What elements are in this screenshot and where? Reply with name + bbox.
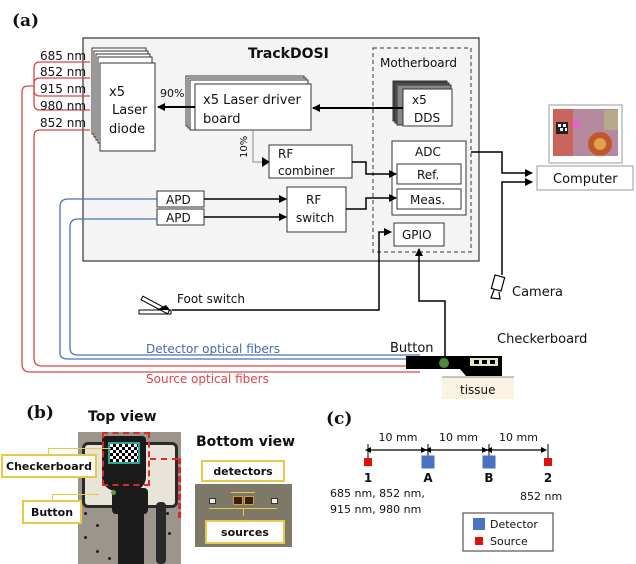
- computer-screen-image: [553, 109, 618, 156]
- wavelength-915: 915 nm: [40, 82, 86, 96]
- arrow-switch-to-meas: [346, 194, 397, 210]
- rf-combiner-line1: RF: [278, 147, 293, 161]
- rf-switch-line2: switch: [296, 211, 334, 225]
- checkerboard-label: Checkerboard: [497, 332, 587, 347]
- camera-label: Camera: [512, 285, 563, 300]
- source-optical-fibers: [21, 61, 420, 373]
- laser-driver-line2: board: [203, 112, 241, 127]
- dds-stack: [392, 80, 453, 127]
- button-callout: Button: [22, 500, 82, 524]
- split-90-label: 90%: [160, 87, 184, 100]
- laser-driver-stack: [185, 75, 312, 131]
- rf-switch-line1: RF: [306, 193, 321, 207]
- point-label: A: [423, 471, 433, 485]
- top-view-label: Top view: [88, 409, 157, 425]
- tissue-block: [442, 377, 514, 399]
- point-label: 2: [544, 471, 552, 485]
- button-callout-leader: [52, 494, 99, 501]
- camera-icon: [490, 274, 506, 300]
- tissue-label: tissue: [460, 383, 496, 397]
- point-label: 1: [364, 471, 372, 485]
- distance-label: 10 mm: [439, 431, 478, 444]
- panel-c-label: (c): [326, 409, 352, 429]
- detector-optical-fibers: [59, 198, 420, 360]
- bottom-view-connector: [150, 458, 178, 460]
- rf-combiner-box: [268, 144, 353, 179]
- arrowhead-combiner: [262, 157, 270, 167]
- detector-fibers-label: Detector optical fibers: [146, 342, 280, 356]
- point-label: B: [484, 471, 493, 485]
- arrow-combiner-to-ref: [352, 161, 397, 178]
- laser-diode-stack: [91, 47, 156, 152]
- meas-box: [396, 188, 462, 210]
- bottom-view-connector-vertical: [178, 458, 181, 518]
- source-marker: [364, 458, 372, 466]
- legend-label: Source: [490, 535, 528, 548]
- detectors-callout: detectors: [201, 460, 285, 482]
- adc-label: ADC: [415, 145, 441, 159]
- wavelength-685: 685 nm: [40, 49, 86, 63]
- apd-1-label: APD: [166, 193, 191, 207]
- ref-box: [396, 163, 462, 185]
- computer-box: [536, 165, 634, 191]
- source-detector-layout: 10 mm 10 mm 10 mm 1 A B 2 685 nm, 852 nm, 915 nm…: [330, 431, 562, 552]
- panel-b-label: (b): [26, 403, 54, 423]
- apd-2-label: APD: [166, 211, 191, 225]
- probe-head-highlight: [102, 432, 150, 486]
- computer-label: Computer: [553, 172, 618, 187]
- split-10-label: 10%: [239, 136, 250, 158]
- laser-driver-line1: x5 Laser driver: [203, 93, 301, 108]
- distance-label: 10 mm: [499, 431, 538, 444]
- source-marker: [544, 458, 552, 466]
- legend-swatch: [475, 537, 483, 545]
- button-led: [439, 358, 449, 368]
- laser-diode-line2: Laser: [112, 103, 148, 118]
- source-1-wavelengths-line2: 915 nm, 980 nm: [330, 503, 421, 516]
- panel-a-label: (a): [12, 11, 39, 31]
- wavelength-852-b: 852 nm: [40, 116, 86, 130]
- arrow-adc-to-computer: [471, 151, 533, 177]
- dds-line1: x5: [412, 93, 427, 107]
- detector-marker: [482, 455, 496, 469]
- meas-label: Meas.: [410, 193, 445, 207]
- distance-label: 10 mm: [379, 431, 418, 444]
- wavelength-labels: 685 nm 852 nm 915 nm 980 nm 852 nm: [40, 49, 86, 130]
- sources-callout: sources: [205, 520, 285, 544]
- checkerboard-callout: Checkerboard: [1, 454, 97, 478]
- probe-handpiece: [406, 356, 502, 376]
- legend-swatch: [473, 518, 485, 530]
- arrow-button-to-gpio: [415, 248, 446, 358]
- arrow-foot-switch-to-gpio: [172, 228, 392, 311]
- gpio-label: GPIO: [402, 228, 432, 242]
- wavelength-852-a: 852 nm: [40, 65, 86, 79]
- foot-switch-label: Foot switch: [177, 292, 245, 306]
- source-2-wavelength: 852 nm: [520, 490, 562, 503]
- rf-combiner-line2: combiner: [278, 164, 335, 178]
- arrow-camera-to-computer: [501, 178, 533, 275]
- foot-switch-icon: [138, 295, 172, 315]
- bottom-view-label: Bottom view: [196, 434, 295, 450]
- laser-diode-line1: x5: [109, 85, 125, 100]
- ref-label: Ref.: [417, 168, 439, 182]
- gpio-box: [393, 222, 445, 247]
- source-fibers-label: Source optical fibers: [146, 372, 269, 386]
- dds-line2: DDS: [414, 111, 440, 125]
- detector-marker: [421, 455, 435, 469]
- motherboard-label: Motherboard: [380, 56, 457, 70]
- button-label: Button: [390, 341, 434, 356]
- wavelength-980: 980 nm: [40, 99, 86, 113]
- trackdosi-title: TrackDOSI: [248, 46, 329, 62]
- legend-label: Detector: [490, 518, 538, 531]
- laser-diode-line3: diode: [109, 122, 145, 137]
- checkerboard-callout-leader: [48, 448, 111, 455]
- source-1-wavelengths-line1: 685 nm, 852 nm,: [330, 487, 425, 500]
